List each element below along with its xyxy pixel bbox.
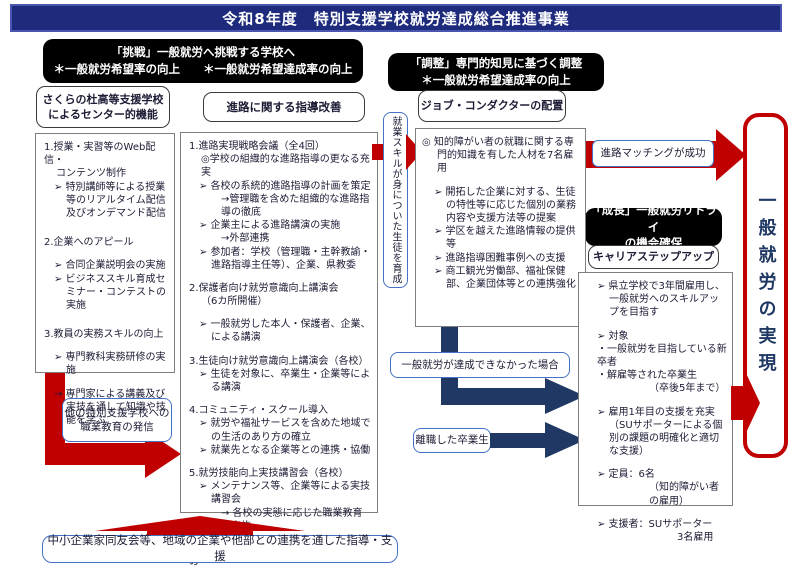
sakura-center-label: さくらの杜高等支援学校 によるセンター的機能 [36, 86, 170, 128]
career-content-box: ➢ 県立学校で3年間雇用し、一般就労へのスキルアップを目指す ➢ 対象・一般就労を… [578, 272, 733, 543]
red-realization-arrowhead-icon [745, 371, 760, 435]
text-line: ➢ 県立学校で3年間雇用し、一般就労へのスキルアップを目指す [597, 281, 725, 319]
challenge-line2: ＊一般就労希望率の向上 ＊一般就労希望達成率の向上 [53, 62, 353, 76]
job-conductor-content-box: ◎ 知的障がい者の就職に関する専門的知識を有した人材を7名雇用 ➢ 開拓した企業に… [415, 128, 586, 327]
text-line: ・解雇等された卒業生 [597, 370, 697, 382]
challenge-line1: 「挑戦」一般就労へ挑戦する学校へ [111, 45, 295, 60]
red-down-arrow-bar [45, 373, 65, 465]
text-line: 5.就労技能向上実技講習会（各校） [189, 467, 349, 479]
text-line: ➢ 雇用1年目の支援を充実（SUサポーターによる個別の課題の明確化と適切な支援） [597, 406, 723, 458]
text-line: （知的障がい者の雇用） [649, 482, 719, 507]
skill-vertical-box: 就業スキルが身についた生徒を育成 [383, 112, 408, 288]
text-line: 3.生徒向け就労意識向上講演会（各校） [189, 355, 369, 367]
challenge-headline-box: 「挑戦」一般就労へ挑戦する学校へ ＊一般就労希望率の向上 ＊一般就労希望達成率の… [43, 39, 363, 83]
adjust-headline-box: 「調整」専門的知見に基づく調整 ＊一般就労希望達成率の向上 [388, 53, 604, 91]
text-line: 3名雇用 [677, 532, 714, 543]
text-line: ◎ 知的障がい者の就職に関する専門的知識を有した人材を7名雇用 [422, 137, 574, 175]
red-realization-arrow-bar [731, 386, 745, 420]
skill-vertical-text: 就業スキルが身についた生徒を育成 [390, 116, 401, 284]
text-line: ➢ メンテナンス等、企業等による実技講習会 [199, 481, 371, 506]
text-line: ➢ ビジネススキル育成セミナー・コンテストの実施 [54, 273, 166, 311]
adjust-line2: ＊一般就労希望達成率の向上 [421, 73, 571, 87]
text-line: 1.進路実現戦略会議（全4回） [189, 141, 325, 152]
text-line: ➢ 一般就労した本人・保護者、企業、による講演 [199, 319, 371, 344]
school-center-content-box: 1.授業・実習等のWeb配信・コンテンツ制作➢ 特別講師等による授業等のリアルタ… [35, 133, 175, 426]
text-line: ➢ 開拓した企業に対する、生徒の特性等に応じた個別の業務内容や支援方法等の提案 [434, 186, 576, 224]
text-line: 4.コミュニティ・スクール導入 [189, 405, 328, 417]
growth-line1: 「成長」一般就労リトライ [590, 203, 717, 234]
risyoku-callout: 離職した卒業生 [413, 428, 491, 453]
not-achieved-callout: 一般就労が達成できなかった場合 [390, 352, 570, 378]
text-line: ➢ 学区を越えた進路情報の提供等 [434, 226, 576, 251]
text-line: ◎学校の組織的な進路指導の更なる充実 [201, 154, 370, 179]
matching-arrowhead-icon [716, 129, 746, 181]
text-line: ➢ 参加者：学校（管理職・主幹教諭・進路指導主任等）、企業、県教委 [199, 246, 371, 271]
adjust-line1: 「調整」専門的知見に基づく調整 [409, 56, 583, 71]
text-line: （卒後5年まで） [649, 383, 726, 395]
text-line: 2.保護者向け就労意識向上講演会 [189, 282, 339, 294]
text-line: ➢ 生徒を対象に、卒業生・企業等による講演 [199, 368, 371, 393]
growth-headline-box: 「成長」一般就労リトライ の機会確保 [585, 203, 722, 250]
realization-vertical-text: 一般就労の実現 [755, 191, 777, 380]
text-line: ➢ 特別講師等による授業等のリアルタイム配信及びオンデマンド配信 [54, 181, 166, 219]
text-line: ➢ 各校の系統的進路指導の計画を策定 [199, 180, 371, 192]
text-line: ➢ 商工観光労働部、福祉保健部、企業団体等との連携強化 [434, 265, 576, 290]
job-conductor-label: ジョブ・コンダクターの配置 [418, 90, 566, 122]
red-right-arrow-bar [45, 443, 147, 465]
text-line: 3.教員の実務スキルの向上 [44, 329, 164, 341]
text-line: ➢ 合同企業説明会の実施 [54, 260, 166, 272]
text-line: 2.企業へのアピール [44, 237, 134, 249]
guidance-improvement-label: 進路に関する指導改善 [203, 92, 365, 122]
red-up-arrow-bar [147, 531, 253, 538]
page-title: 令和8年度 特別支援学校就労達成総合推進事業 [10, 4, 782, 32]
career-step-up-label: キャリアステップアップ [588, 245, 719, 269]
text-line: ➢ 定員：6名 [597, 469, 655, 481]
navy-right-arrow-bar [441, 388, 545, 405]
matching-success-label: 進路マッチングが成功 [592, 140, 714, 167]
text-line: （6カ所開催） [201, 296, 268, 308]
text-line: ・一般就労を目指している新卒者 [597, 343, 727, 368]
text-line: ➢ 企業主による進路講演の実施 [199, 220, 341, 232]
text-line: コンテンツ制作 [56, 168, 126, 180]
navy-risyoku-arrow-bar [490, 433, 545, 448]
bottom-support-callout: 中小企業家同友会等、地域の企業や他部との連携を通した指導・支援 [42, 533, 398, 563]
text-line: ➢ 対象 [597, 330, 629, 342]
text-line: →外部連携 [221, 233, 270, 245]
text-line: → 専門家による講義及び実技を通して知識や技能を学ぶ [54, 388, 166, 426]
text-line: ➢ 就業先となる企業等との連携・協働 [199, 444, 371, 456]
text-line: 1.授業・実習等のWeb配信・ [44, 142, 156, 167]
text-line: ➢ 進路指導困難事例への支援 [434, 252, 566, 264]
text-line: ➢ 就労や福祉サービスを含めた地域での生活のあり方の確立 [199, 418, 371, 443]
text-line: ➢ 支援者：SUサポーター [597, 518, 713, 530]
hasshin-callout: 他の特別支援学校への 職業教育の発信 [62, 398, 172, 442]
text-line: →管理職を含めた組織的な進路指導の徹底 [221, 193, 370, 218]
red-up-arrowhead-icon [95, 516, 305, 531]
text-line: ➢ 専門教科実務研修の実施 [54, 352, 166, 377]
guidance-content-box: 1.進路実現戦略会議（全4回） ◎学校の組織的な進路指導の更なる充実➢ 各校の系統… [180, 132, 378, 567]
